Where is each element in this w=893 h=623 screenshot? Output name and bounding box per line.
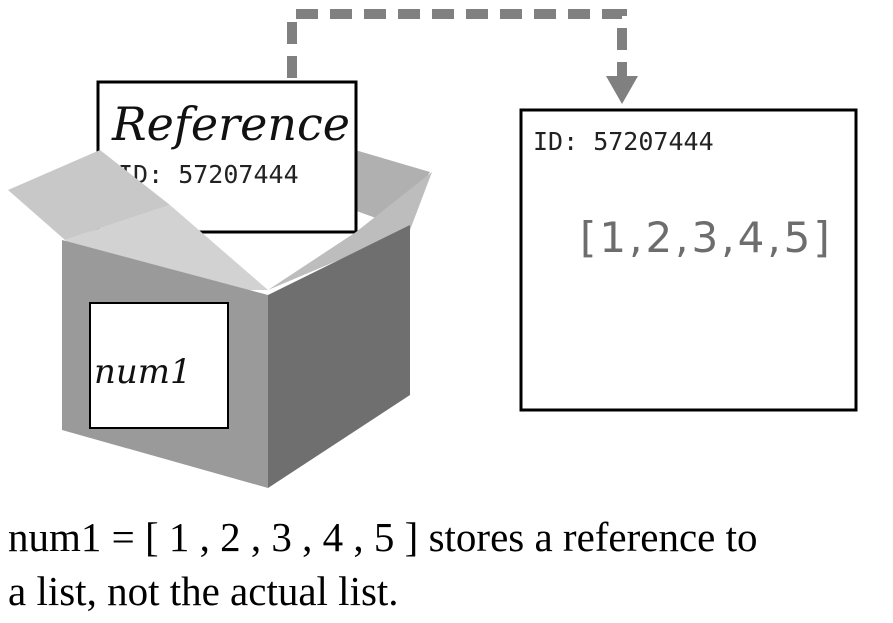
reference-card-title: Reference: [111, 97, 350, 151]
box-label-text: num1: [94, 352, 192, 392]
reference-arrow: [287, 9, 627, 78]
arrow-head-icon: [606, 76, 638, 104]
reference-card-id: ID: 57207444: [118, 160, 299, 189]
memory-list-value: [1,2,3,4,5]: [580, 213, 833, 262]
caption-line-1: num1 = [ 1 , 2 , 3 , 4 , 5 ] stores a re…: [8, 514, 758, 560]
caption: num1 = [ 1 , 2 , 3 , 4 , 5 ] stores a re…: [8, 510, 888, 618]
box-back-flap-right: [340, 150, 430, 225]
box-flap-left: [8, 150, 170, 240]
memory-object: ID: 57207444 [1,2,3,4,5]: [519, 108, 858, 412]
box-side-face: [268, 225, 410, 488]
caption-line-2: a list, not the actual list.: [8, 568, 399, 614]
box-label: num1: [89, 302, 229, 429]
memory-id: ID: 57207444: [533, 127, 714, 156]
reference-card: Reference ID: 57207444: [96, 80, 358, 234]
